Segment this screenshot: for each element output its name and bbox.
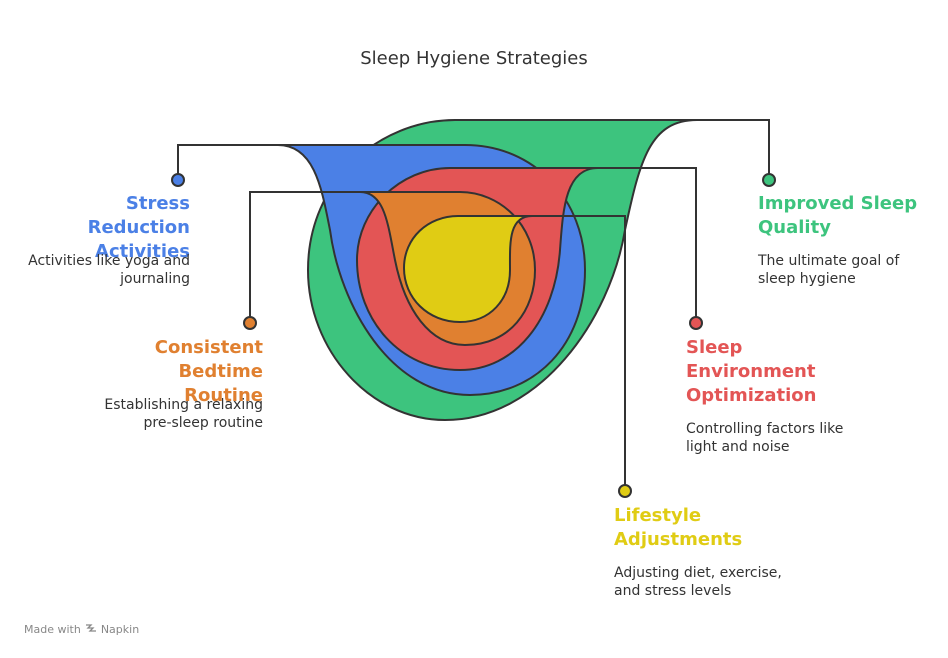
connector-bedtime-routine — [249, 191, 370, 323]
napkin-brand-text: Napkin — [100, 623, 140, 636]
dot-stress-reduction — [171, 173, 185, 187]
label-sleep-environment: Sleep Environment Optimization — [686, 337, 817, 406]
connector-improved-sleep — [690, 119, 770, 180]
drop-lifestyle-adjustments — [402, 215, 533, 324]
desc-stress-reduction: Activities like yoga and journaling — [28, 253, 190, 287]
connector-lifestyle — [525, 215, 626, 491]
napkin-logo-icon — [85, 622, 97, 637]
footer-made-with: Made with Napkin — [24, 622, 139, 637]
dot-lifestyle — [618, 484, 632, 498]
desc-bedtime-routine: Establishing a relaxing pre-sleep routin… — [104, 397, 263, 431]
dot-bedtime-routine — [243, 316, 257, 330]
label-lifestyle: Lifestyle Adjustments — [614, 505, 743, 550]
label-stress-reduction: Stress Reduction Activities — [87, 193, 190, 262]
dot-sleep-environment — [689, 316, 703, 330]
desc-lifestyle: Adjusting diet, exercise, and stress lev… — [614, 565, 782, 599]
dot-improved-sleep — [762, 173, 776, 187]
desc-sleep-environment: Controlling factors like light and noise — [686, 421, 844, 455]
connector-stress-reduction — [177, 144, 290, 180]
connector-sleep-environment — [590, 167, 697, 323]
desc-improved-sleep: The ultimate goal of sleep hygiene — [758, 253, 900, 287]
made-with-text: Made with — [24, 623, 81, 636]
diagram-title: Sleep Hygiene Strategies — [360, 48, 588, 69]
label-improved-sleep: Improved Sleep Quality — [758, 193, 918, 238]
label-bedtime-routine: Consistent Bedtime Routine — [154, 337, 263, 406]
